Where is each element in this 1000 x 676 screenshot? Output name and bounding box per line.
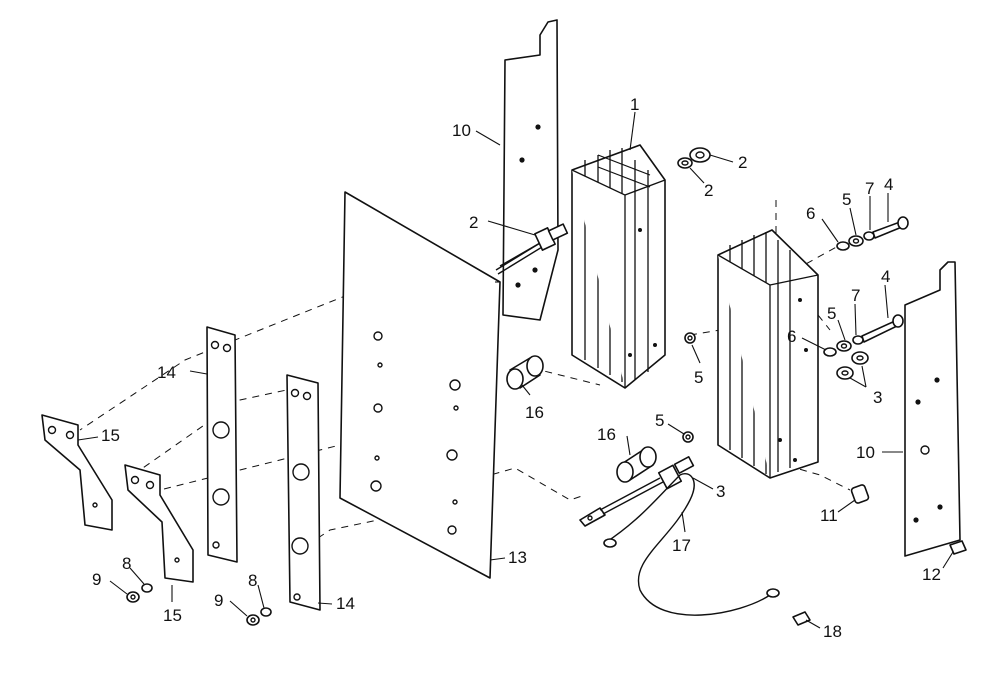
screw-18: [792, 611, 811, 626]
callout-6: 6: [787, 327, 796, 346]
callout-13: 13: [508, 548, 527, 567]
callout-16: 16: [525, 403, 544, 422]
callout-11: 11: [820, 506, 838, 525]
callout-5: 5: [655, 411, 664, 430]
heat-sink-left: [571, 144, 666, 389]
callout-17: 17: [672, 536, 691, 555]
spacer-16-upper: [506, 355, 544, 390]
callout-9: 9: [214, 591, 223, 610]
bolt-assembly-upper: [836, 216, 909, 251]
callout-4: 4: [884, 175, 893, 194]
callout-2: 2: [704, 181, 713, 200]
callout-8: 8: [122, 554, 131, 573]
callout-15: 15: [163, 606, 182, 625]
callout-3: 3: [873, 388, 882, 407]
callout-6: 6: [806, 204, 815, 223]
callout-8: 8: [248, 571, 257, 590]
bracket-15-right: [124, 464, 194, 583]
mounting-bar-14-right: [286, 374, 321, 611]
callout-12: 12: [922, 565, 941, 584]
mounting-strip-right: [904, 261, 961, 557]
callout-7: 7: [851, 286, 860, 305]
nut-washer-set-top: [677, 147, 711, 169]
spacer-11: [850, 484, 870, 504]
callout-9: 9: [92, 570, 101, 589]
callout-labels: 1 2 2 2 3 3 4 4 5 5 5 5 6 6 7 7 8 8 9 9 …: [92, 95, 941, 641]
callout-7: 7: [865, 179, 874, 198]
callout-18: 18: [823, 622, 842, 641]
callout-5: 5: [694, 368, 703, 387]
callout-2: 2: [738, 153, 747, 172]
nut-washer-8-9-left: [126, 583, 153, 603]
mounting-strip-left: [502, 19, 559, 321]
leader-lines: [77, 111, 954, 629]
callout-14: 14: [157, 363, 176, 382]
bolt-assembly-middle: [823, 314, 904, 357]
callout-10: 10: [856, 443, 875, 462]
callout-4: 4: [881, 267, 890, 286]
callout-1: 1: [630, 95, 639, 114]
callout-10: 10: [452, 121, 471, 140]
base-plate: [339, 191, 501, 579]
heat-sink-right: [717, 229, 819, 479]
callout-14: 14: [336, 594, 355, 613]
callout-5: 5: [842, 190, 851, 209]
nut-washer-8-9-right: [246, 607, 272, 626]
callout-5: 5: [827, 304, 836, 323]
stud-connector-left: [495, 223, 569, 275]
bracket-15-left: [41, 414, 113, 531]
washer-5-mid: [684, 332, 696, 344]
callout-2: 2: [469, 213, 478, 232]
washer-5-low: [682, 431, 694, 443]
mounting-bar-14-left: [206, 326, 238, 563]
callout-3: 3: [716, 482, 725, 501]
callout-16: 16: [597, 425, 616, 444]
stud-connector-lower: [579, 456, 695, 527]
wire-lead-17: [603, 473, 780, 616]
nut-set-3-right: [836, 351, 869, 380]
spacer-16-lower: [616, 446, 657, 483]
screw-12: [949, 540, 967, 555]
callout-15: 15: [101, 426, 120, 445]
